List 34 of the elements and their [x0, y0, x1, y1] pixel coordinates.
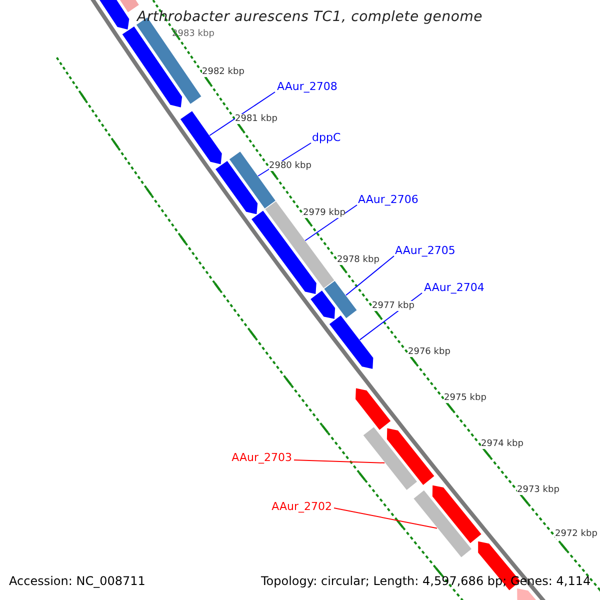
gene-block — [214, 160, 258, 216]
gene-bar — [362, 426, 418, 492]
scale-label: 2974 kbp — [481, 439, 524, 450]
gene-block — [432, 484, 482, 544]
gene-label: dppC — [312, 132, 341, 145]
gene-block — [309, 289, 336, 320]
leader-line — [304, 204, 358, 242]
gene-block — [354, 387, 392, 431]
gene-label: AAur_2708 — [277, 81, 338, 94]
gene-label: AAur_2703 — [232, 452, 292, 465]
gene-label: AAur_2705 — [395, 245, 456, 258]
gene-block — [179, 110, 223, 166]
leader-line — [346, 256, 394, 296]
scale-label: 2982 kbp — [202, 67, 244, 78]
gene-label: AAur_2702 — [272, 501, 332, 514]
footer-text: Accession: NC_008711 — [9, 575, 146, 589]
scale-label: 2981 kbp — [235, 114, 278, 124]
gene-bar — [412, 489, 473, 558]
leader-line — [334, 508, 438, 529]
scale-label: 2973 kbp — [517, 485, 560, 496]
gene-block — [386, 427, 436, 486]
leader-line — [294, 460, 386, 464]
scale-label: 2980 kbp — [269, 161, 312, 172]
scale-label: 2978 kbp — [337, 255, 380, 266]
scale-label: 2972 kbp — [555, 529, 598, 540]
scale-label: 2975 kbp — [444, 393, 486, 404]
gene-block — [328, 314, 374, 370]
gene-label: AAur_2704 — [424, 282, 484, 295]
gene-label: AAur_2706 — [358, 194, 418, 207]
scale-label: 2977 kbp — [372, 301, 414, 312]
leader-line — [209, 92, 276, 136]
gene-bar — [323, 280, 358, 320]
scale-label: 2979 kbp — [303, 208, 346, 218]
scale-label: 2976 kbp — [408, 347, 450, 358]
